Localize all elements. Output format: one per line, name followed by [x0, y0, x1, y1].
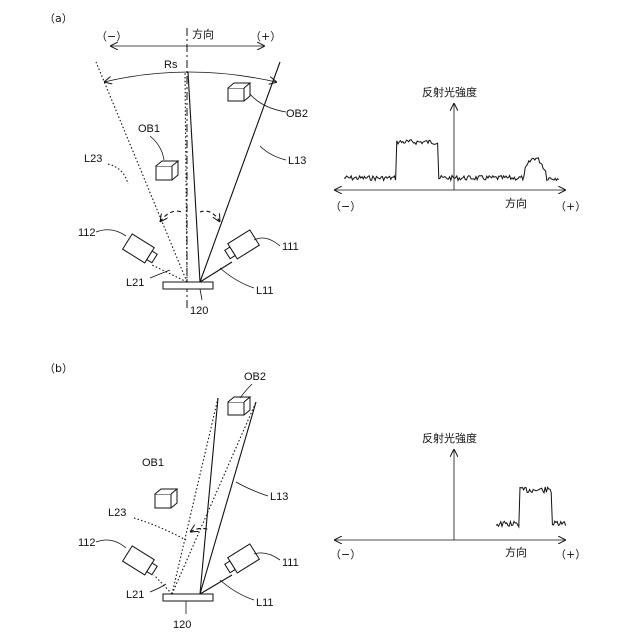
panel-a-mirror	[163, 282, 213, 289]
panel-b-graph-xlabel: 方向	[505, 545, 527, 559]
panel-a-sensor-112	[123, 234, 160, 266]
panel-b-object-1-label: OB1	[142, 457, 164, 469]
panel-a-line-l11-inner	[188, 72, 200, 282]
panel-a-plus-label: （+）	[250, 30, 281, 43]
panel-a-sensor-112-leader	[96, 230, 126, 236]
panel-b-l13-label: L13	[270, 491, 288, 503]
panel-b-object-2	[228, 397, 250, 415]
panel-b-l21-leader	[150, 584, 166, 592]
panel-a-graph-ylabel: 反射光強度	[422, 85, 477, 99]
panel-b-sensor-111	[223, 544, 260, 576]
panel-b-mirror-label: 120	[173, 619, 191, 631]
panel-a-minus-label: （−）	[96, 30, 127, 43]
panel-b-l13-leader	[236, 482, 268, 496]
panel-a-object-2-label: OB2	[286, 108, 308, 120]
panel-a-object-1-leader	[150, 136, 164, 160]
panel-b-l23-leader	[134, 518, 186, 540]
panel-a-direction-label: 方向	[192, 27, 214, 41]
panel-a-range-label: Rs	[164, 59, 178, 71]
panel-a-l13-label: L13	[288, 155, 306, 167]
panel-a-line-l21	[152, 265, 187, 282]
panel-a-rotation-arrow-left	[160, 211, 182, 222]
panel-a-label: （a）	[44, 12, 73, 25]
panel-a-object-1-label: OB1	[138, 123, 160, 135]
panel-b-l21-label: L21	[126, 589, 144, 601]
panel-a-object-2	[228, 83, 250, 101]
panel-a-l23-leader	[108, 164, 128, 184]
panel-b-graph-ylabel: 反射光強度	[422, 431, 477, 445]
panel-b-graph-signal	[496, 487, 566, 527]
panel-a-l23-label: L23	[84, 153, 102, 165]
panel-b-l11-leader	[220, 580, 254, 600]
panel-a-graph-xlabel: 方向	[505, 196, 527, 210]
panel-a-l13-leader	[260, 146, 286, 160]
panel-b-object-2-leader	[240, 384, 252, 398]
panel-b-label: （b）	[44, 362, 73, 375]
panel-a-line-l11	[200, 262, 232, 282]
panel-b-sensor-112-leader	[96, 540, 126, 548]
panel-b-graph-minus: （−）	[330, 548, 361, 561]
panel-a-l21-leader	[150, 270, 170, 278]
panel-a-mirror-label: 120	[190, 305, 208, 317]
panel-a-sensor-112-label: 112	[78, 227, 96, 239]
panel-a-graph-plus: （+）	[555, 200, 586, 213]
panel-a-graph-signal	[344, 140, 559, 181]
panel-b-graph-plus: （+）	[555, 548, 586, 561]
panel-a-range-arc	[104, 72, 276, 82]
panel-b-sensor-111-label: 111	[282, 557, 299, 569]
panel-b-l23-label: L23	[108, 507, 126, 519]
panel-a-object-1	[156, 161, 178, 180]
panel-b-line-l21	[154, 575, 172, 594]
panel-b-sensor-112	[123, 546, 160, 578]
panel-a-graph-minus: （−）	[330, 200, 361, 213]
panel-b-mirror	[163, 594, 213, 601]
panel-b-rotation-arrow	[190, 528, 210, 532]
panel-a-sensor-111-label: 111	[282, 241, 299, 253]
panel-b-sensor-112-label: 112	[78, 537, 96, 549]
panel-b-object-1	[155, 489, 177, 508]
panel-a-object-2-leader	[250, 94, 286, 112]
panel-a-l11-label: L11	[256, 285, 274, 297]
panel-b-l11-label: L11	[256, 597, 274, 609]
panel-a-l11-leader	[220, 268, 254, 288]
panel-a-l21-label: L21	[126, 277, 144, 289]
panel-b-object-2-label: OB2	[244, 371, 266, 383]
panel-b-line-l21-far	[172, 398, 218, 594]
panel-a-sensor-111	[223, 230, 260, 262]
panel-a-mirror-leader	[200, 289, 202, 300]
panel-a-rotation-arrow-right	[200, 211, 220, 222]
